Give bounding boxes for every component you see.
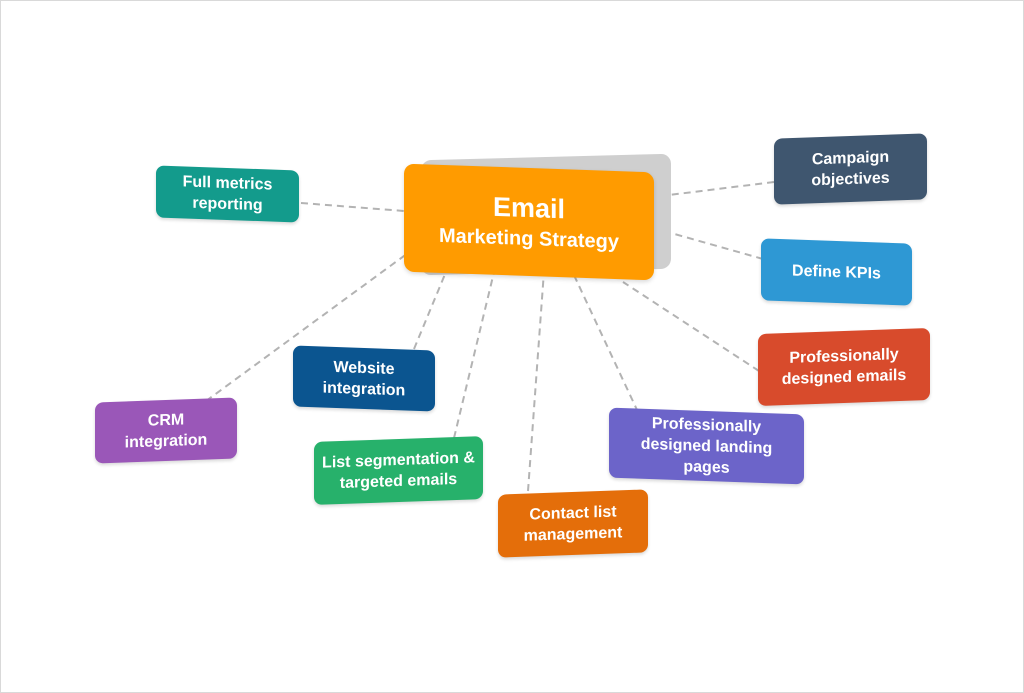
node-designed-landing-pages: Professionally designed landing pages (609, 407, 804, 485)
connector-contact-list (527, 270, 545, 492)
center-node: Email Marketing Strategy (404, 163, 654, 281)
center-subtitle: Marketing Strategy (438, 224, 620, 254)
connector-campaign-objectives (668, 181, 775, 196)
node-list-segmentation: List segmentation & targeted emails (314, 436, 483, 505)
connector-designed-emails (622, 281, 760, 372)
node-campaign-objectives: Campaign objectives (774, 133, 927, 205)
connector-full-metrics (300, 202, 405, 212)
node-website-integration: Website integration (293, 345, 435, 412)
connector-define-kpis (670, 232, 764, 260)
connector-crm (205, 252, 409, 402)
connector-list-segmentation (453, 267, 496, 439)
node-designed-emails: Professionally designed emails (758, 327, 930, 407)
node-crm-integration: CRM integration (95, 397, 237, 464)
connector-landing-pages (572, 272, 639, 413)
center-title: Email (492, 191, 566, 225)
connector-website (413, 266, 449, 350)
node-contact-list-management: Contact list management (498, 489, 648, 558)
node-full-metrics-reporting: Full metrics reporting (156, 165, 299, 223)
node-define-kpis: Define KPIs (761, 238, 912, 306)
